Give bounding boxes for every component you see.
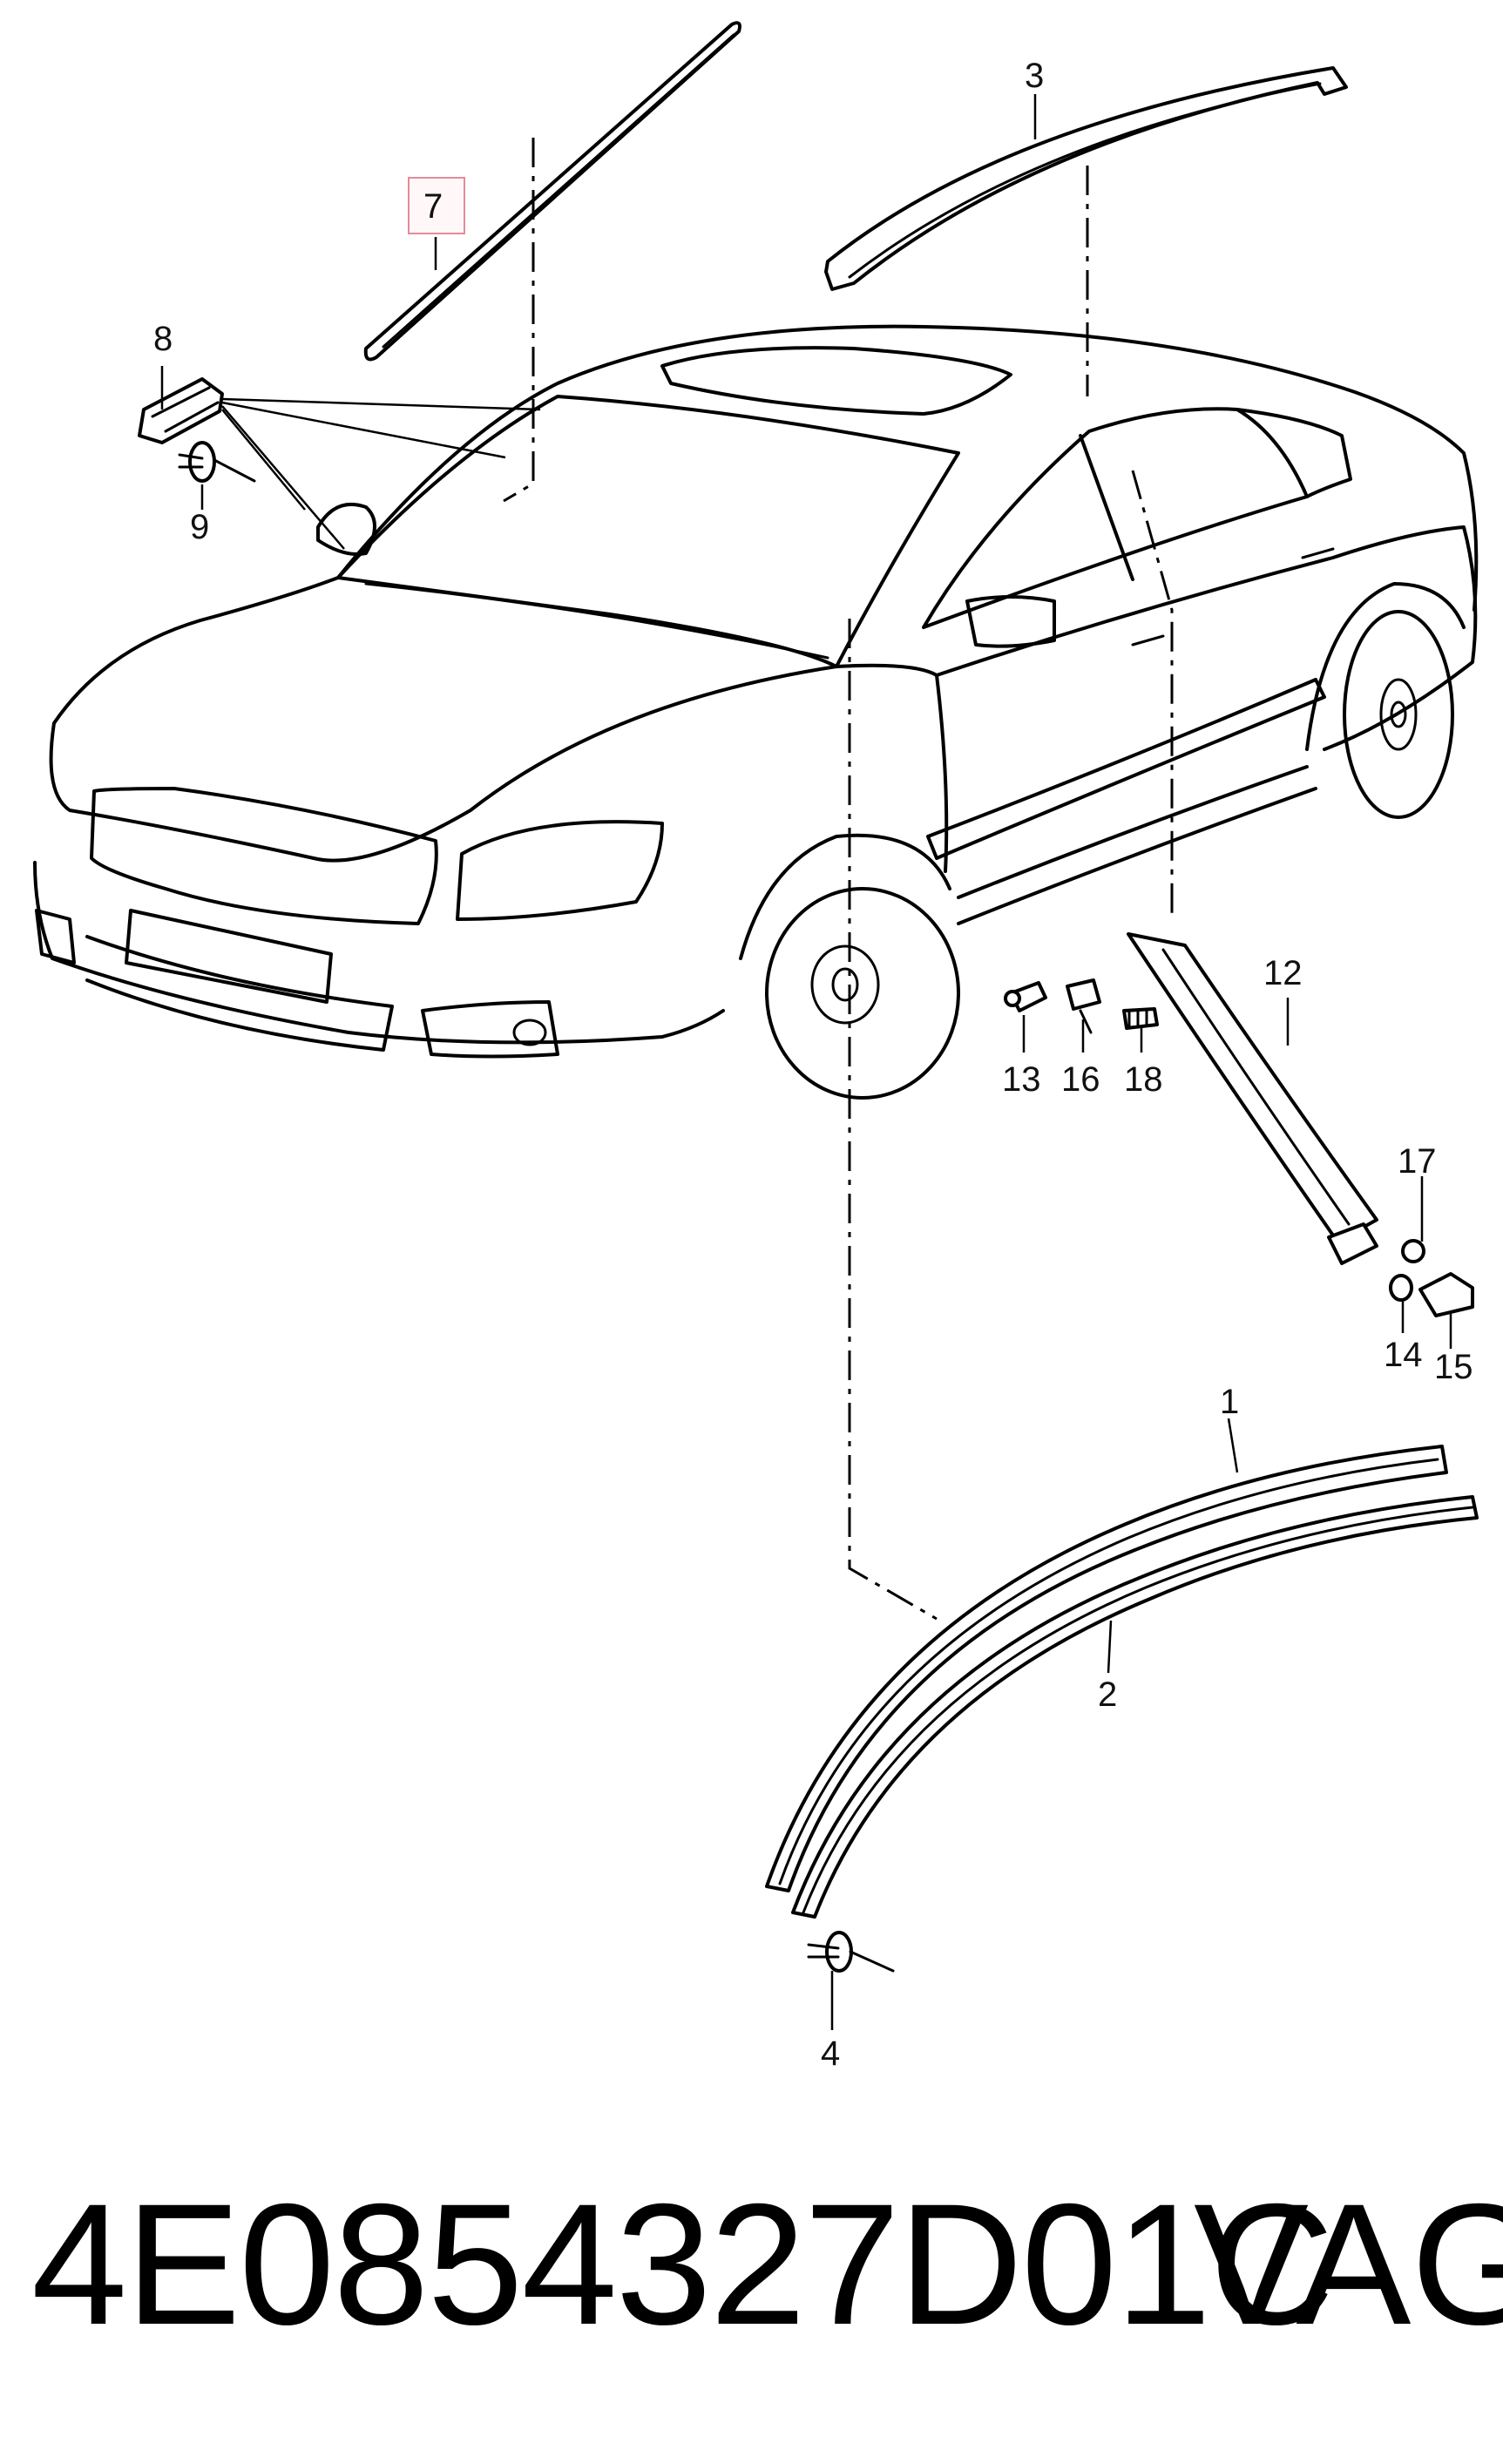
- callout-12: 12: [1263, 954, 1303, 992]
- callout-15: 15: [1434, 1348, 1473, 1386]
- callout-2: 2: [1098, 1675, 1117, 1714]
- part-15-cap[interactable]: [1418, 1272, 1474, 1317]
- part-3-roof-trim[interactable]: [824, 66, 1348, 291]
- part-17-screw[interactable]: [1401, 1239, 1425, 1263]
- callout-8: 8: [153, 320, 173, 358]
- callout-9: 9: [190, 508, 209, 546]
- part-4-rivet[interactable]: [807, 1931, 895, 1973]
- car-illustration: [33, 324, 1479, 1100]
- part-14-nut[interactable]: [1389, 1274, 1413, 1302]
- parts-diagram: 7 3 8 9 12 13 16 18 17 14 15 1 2 4: [33, 21, 1479, 2073]
- part-7-windshield-trim[interactable]: [363, 21, 741, 362]
- part-18-screw[interactable]: [1122, 1007, 1159, 1030]
- callout-17: 17: [1398, 1142, 1437, 1181]
- part-12-pillar-trim[interactable]: [1127, 932, 1378, 1265]
- part-number-text: 4E0854327D01C: [31, 2168, 1334, 2360]
- part-13-clip[interactable]: [1004, 981, 1047, 1012]
- part-9-rivet[interactable]: [178, 441, 256, 483]
- callout-leaders: [160, 94, 1452, 2030]
- part-2-door-frame-trim[interactable]: [791, 1495, 1479, 1919]
- callout-7: 7: [423, 187, 443, 226]
- callout-16: 16: [1061, 1060, 1100, 1099]
- callout-3: 3: [1025, 57, 1044, 95]
- reference-lines: [503, 138, 1174, 1621]
- brand-text: VAG: [1194, 2168, 1503, 2360]
- part-1-door-frame-trim[interactable]: [765, 1445, 1448, 1892]
- part-8-leader-lines: [221, 397, 541, 550]
- part-16-clip[interactable]: [1066, 978, 1101, 1034]
- callout-14: 14: [1384, 1336, 1423, 1374]
- callout-1: 1: [1220, 1383, 1239, 1421]
- callout-4: 4: [821, 2034, 840, 2073]
- highlight-box-part-7: [408, 177, 465, 234]
- callout-13: 13: [1002, 1060, 1041, 1099]
- callout-labels: 7 3 8 9 12 13 16 18 17 14 15 1 2 4: [153, 57, 1473, 2073]
- part-8-clip[interactable]: [138, 377, 224, 444]
- callout-18: 18: [1124, 1060, 1163, 1099]
